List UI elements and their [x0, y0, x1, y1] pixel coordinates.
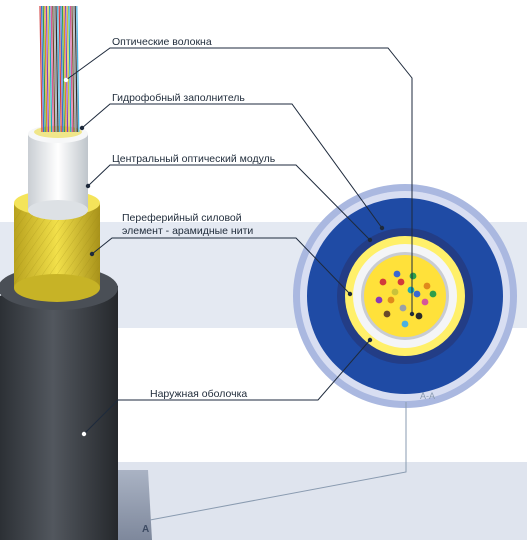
fiber-strand	[45, 5, 49, 133]
cross-fiber	[407, 286, 415, 294]
fiber-strand	[53, 5, 57, 133]
cross-fiber	[397, 278, 405, 286]
fiber-strand	[69, 5, 73, 133]
cross-fiber	[375, 296, 383, 304]
cross-fiber	[409, 272, 417, 280]
cross-fiber	[393, 270, 401, 278]
fiber-strand	[63, 5, 67, 133]
cross-fiber	[401, 320, 409, 328]
cross-fiber	[391, 288, 399, 296]
fiber-strand	[44, 5, 48, 133]
outer-sheath-illustration	[0, 266, 118, 540]
leader-dots	[63, 77, 415, 437]
optical-fibers-illustration	[39, 5, 80, 133]
cross-fiber	[399, 304, 407, 312]
fiber-strand	[39, 5, 43, 133]
fiber-strand	[57, 5, 61, 133]
fiber-strand	[60, 5, 64, 133]
leader-lines	[65, 47, 413, 521]
fiber-strand	[66, 5, 70, 133]
fiber-strand	[50, 5, 54, 133]
cross-fiber	[421, 298, 429, 306]
fiber-strand	[52, 5, 56, 133]
label-outer-sheath: Наружная оболочка	[150, 388, 248, 400]
cross-fiber	[423, 282, 431, 290]
fiber-strand	[61, 5, 65, 133]
fiber-strand	[58, 5, 62, 133]
section-plane	[70, 462, 527, 540]
fiber-strand	[42, 5, 46, 133]
fiber-strand	[71, 5, 75, 133]
fiber-strand	[47, 5, 51, 133]
cross-fiber	[379, 278, 387, 286]
fiber-strand	[74, 5, 78, 133]
fiber-strand	[68, 5, 72, 133]
plane-label: А	[142, 524, 150, 535]
fiber-strand	[49, 5, 53, 133]
cross-fiber	[383, 310, 391, 318]
label-optical-fibers: Оптические волокна	[112, 36, 212, 48]
central-module-illustration	[28, 125, 88, 220]
cross-section	[293, 184, 517, 408]
label-hydrophobic-filler: Гидрофобный заполнитель	[112, 92, 245, 104]
label-central-module: Центральный оптический модуль	[112, 153, 276, 165]
cross-fiber	[413, 290, 421, 298]
fiber-strand	[76, 5, 80, 133]
section-label: А-А	[420, 391, 436, 401]
fiber-strand	[73, 5, 77, 133]
label-peripheral-strength: Переферийный силовой элемент - арамидные…	[122, 212, 254, 237]
fiber-strand	[55, 5, 59, 133]
fiber-strand	[41, 5, 45, 133]
cross-fiber	[415, 312, 423, 320]
fiber-strand	[65, 5, 69, 133]
cross-fiber	[429, 290, 437, 298]
cross-fiber	[387, 296, 395, 304]
